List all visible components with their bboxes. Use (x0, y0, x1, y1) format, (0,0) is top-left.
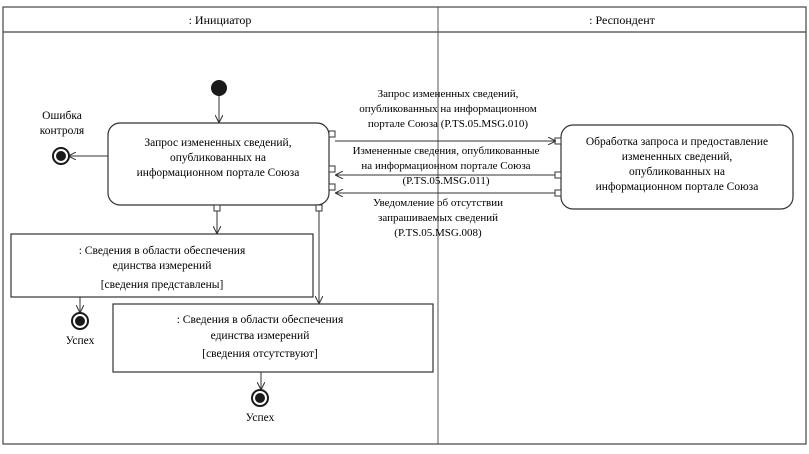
object-absent-line-2: единства измерений (211, 330, 310, 342)
message-1-line-3: портале Союза (P.TS.05.MSG.010) (368, 118, 529, 130)
object-provided-line-1: : Сведения в области обеспечения (79, 245, 246, 257)
object-absent-line-3: [сведения отсутствуют] (202, 348, 318, 360)
initial-node (211, 80, 227, 96)
error-final-label-1: Ошибка (42, 110, 82, 122)
request-action-line-2: опубликованных на (170, 152, 266, 164)
swimlane-frame (2, 6, 807, 445)
error-final-node (52, 147, 70, 165)
success-final-node-1 (71, 312, 89, 330)
message-1-line-1: Запрос измененных сведений, (378, 88, 519, 100)
process-action: Обработка запроса и предоставление измен… (560, 124, 794, 210)
request-action-line-3: информационном портале Союза (137, 167, 300, 179)
success-label-2: Успех (246, 412, 275, 424)
message-2-line-1: Измененные сведения, опубликованные (353, 145, 540, 157)
process-action-line-2: измененных сведений, (622, 151, 733, 163)
object-provided: : Сведения в области обеспечения единств… (10, 233, 314, 298)
message-3-line-3: (P.TS.05.MSG.008) (394, 227, 482, 239)
object-absent: : Сведения в области обеспечения единств… (112, 303, 434, 373)
swimlane-initiator-title: : Инициатор (189, 13, 252, 27)
message-3-line-2: запрашиваемых сведений (378, 212, 498, 224)
success-label-1: Успех (66, 335, 95, 347)
request-action-line-1: Запрос измененных сведений, (144, 137, 291, 149)
message-1-line-2: опубликованных на информационном (359, 103, 536, 115)
swimlane-respondent-title: : Респондент (589, 13, 655, 27)
message-2-line-3: (P.TS.05.MSG.011) (403, 175, 490, 187)
message-3-line-1: Уведомление об отсутствии (373, 197, 503, 209)
request-action: Запрос измененных сведений, опубликованн… (107, 122, 330, 206)
process-action-pins (554, 137, 562, 197)
message-2-line-2: на информационном портале Союза (361, 160, 530, 172)
process-action-line-3: опубликованных на (629, 166, 725, 178)
object-absent-line-1: : Сведения в области обеспечения (177, 314, 344, 326)
process-action-line-4: информационном портале Союза (596, 181, 759, 193)
process-action-line-1: Обработка запроса и предоставление (586, 136, 768, 148)
object-provided-line-3: [сведения представлены] (101, 279, 224, 291)
success-final-node-2 (251, 389, 269, 407)
error-final-label-2: контроля (40, 125, 85, 137)
object-provided-line-2: единства измерений (113, 260, 212, 272)
